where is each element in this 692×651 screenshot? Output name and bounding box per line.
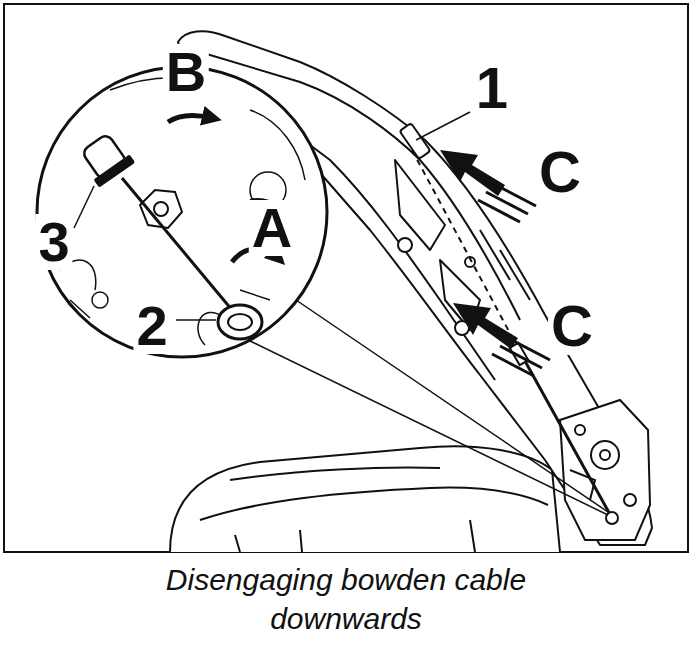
direction-letter: C [548, 297, 596, 355]
direction-letter: B [163, 44, 209, 100]
seat-cushion [170, 446, 560, 552]
detail-inset [37, 67, 327, 357]
frame-border [4, 4, 688, 552]
recliner-mechanism [560, 400, 650, 540]
direction-letter: C [536, 143, 584, 201]
callout-number: 3 [35, 214, 72, 270]
callout-number: 1 [473, 59, 511, 117]
figure-caption: Disengaging bowden cable downwards [131, 560, 561, 638]
direction-letter: A [249, 200, 295, 256]
direction-arrow [440, 150, 550, 376]
bowden-cable [412, 150, 618, 524]
callout-number: 2 [133, 298, 170, 354]
